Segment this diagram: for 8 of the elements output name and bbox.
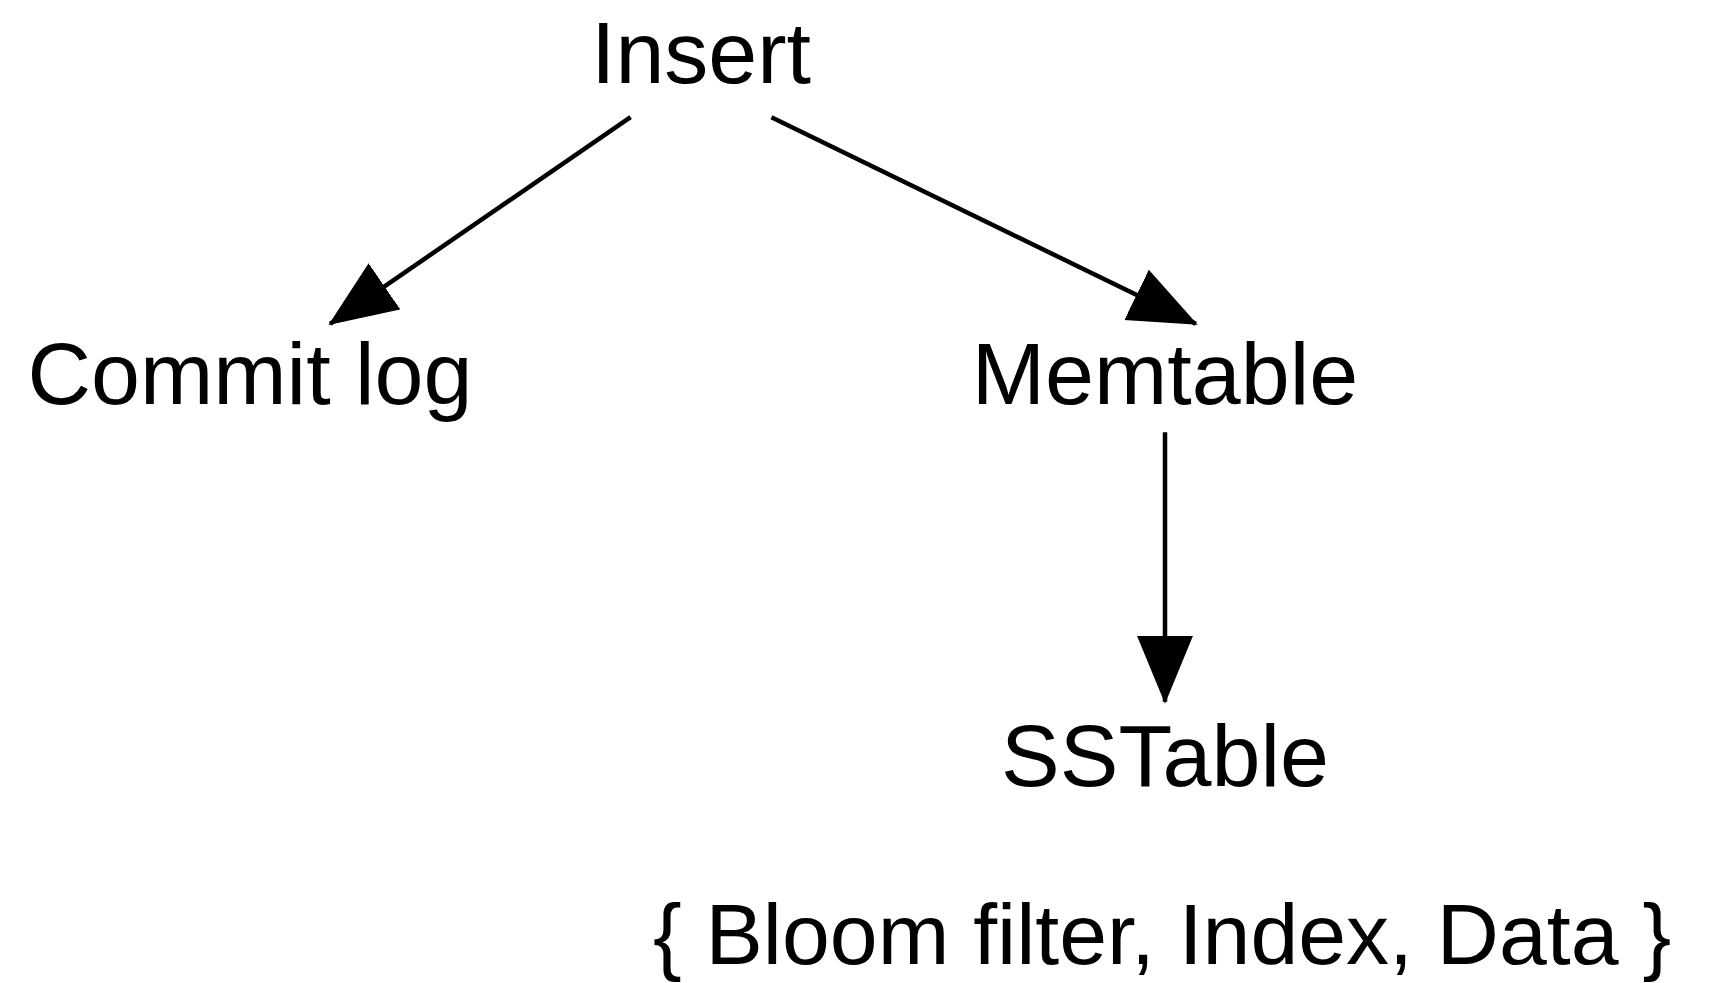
- arrow: [1137, 432, 1193, 704]
- arrow: [770, 115, 1198, 326]
- node-label: SSTable: [1001, 709, 1329, 803]
- node-label: Commit log: [27, 327, 473, 421]
- node-label: Memtable: [971, 327, 1359, 421]
- caption-text: { Bloom filter, Index, Data }: [652, 888, 1672, 980]
- arrow: [328, 115, 632, 326]
- node-label: Insert: [590, 6, 812, 100]
